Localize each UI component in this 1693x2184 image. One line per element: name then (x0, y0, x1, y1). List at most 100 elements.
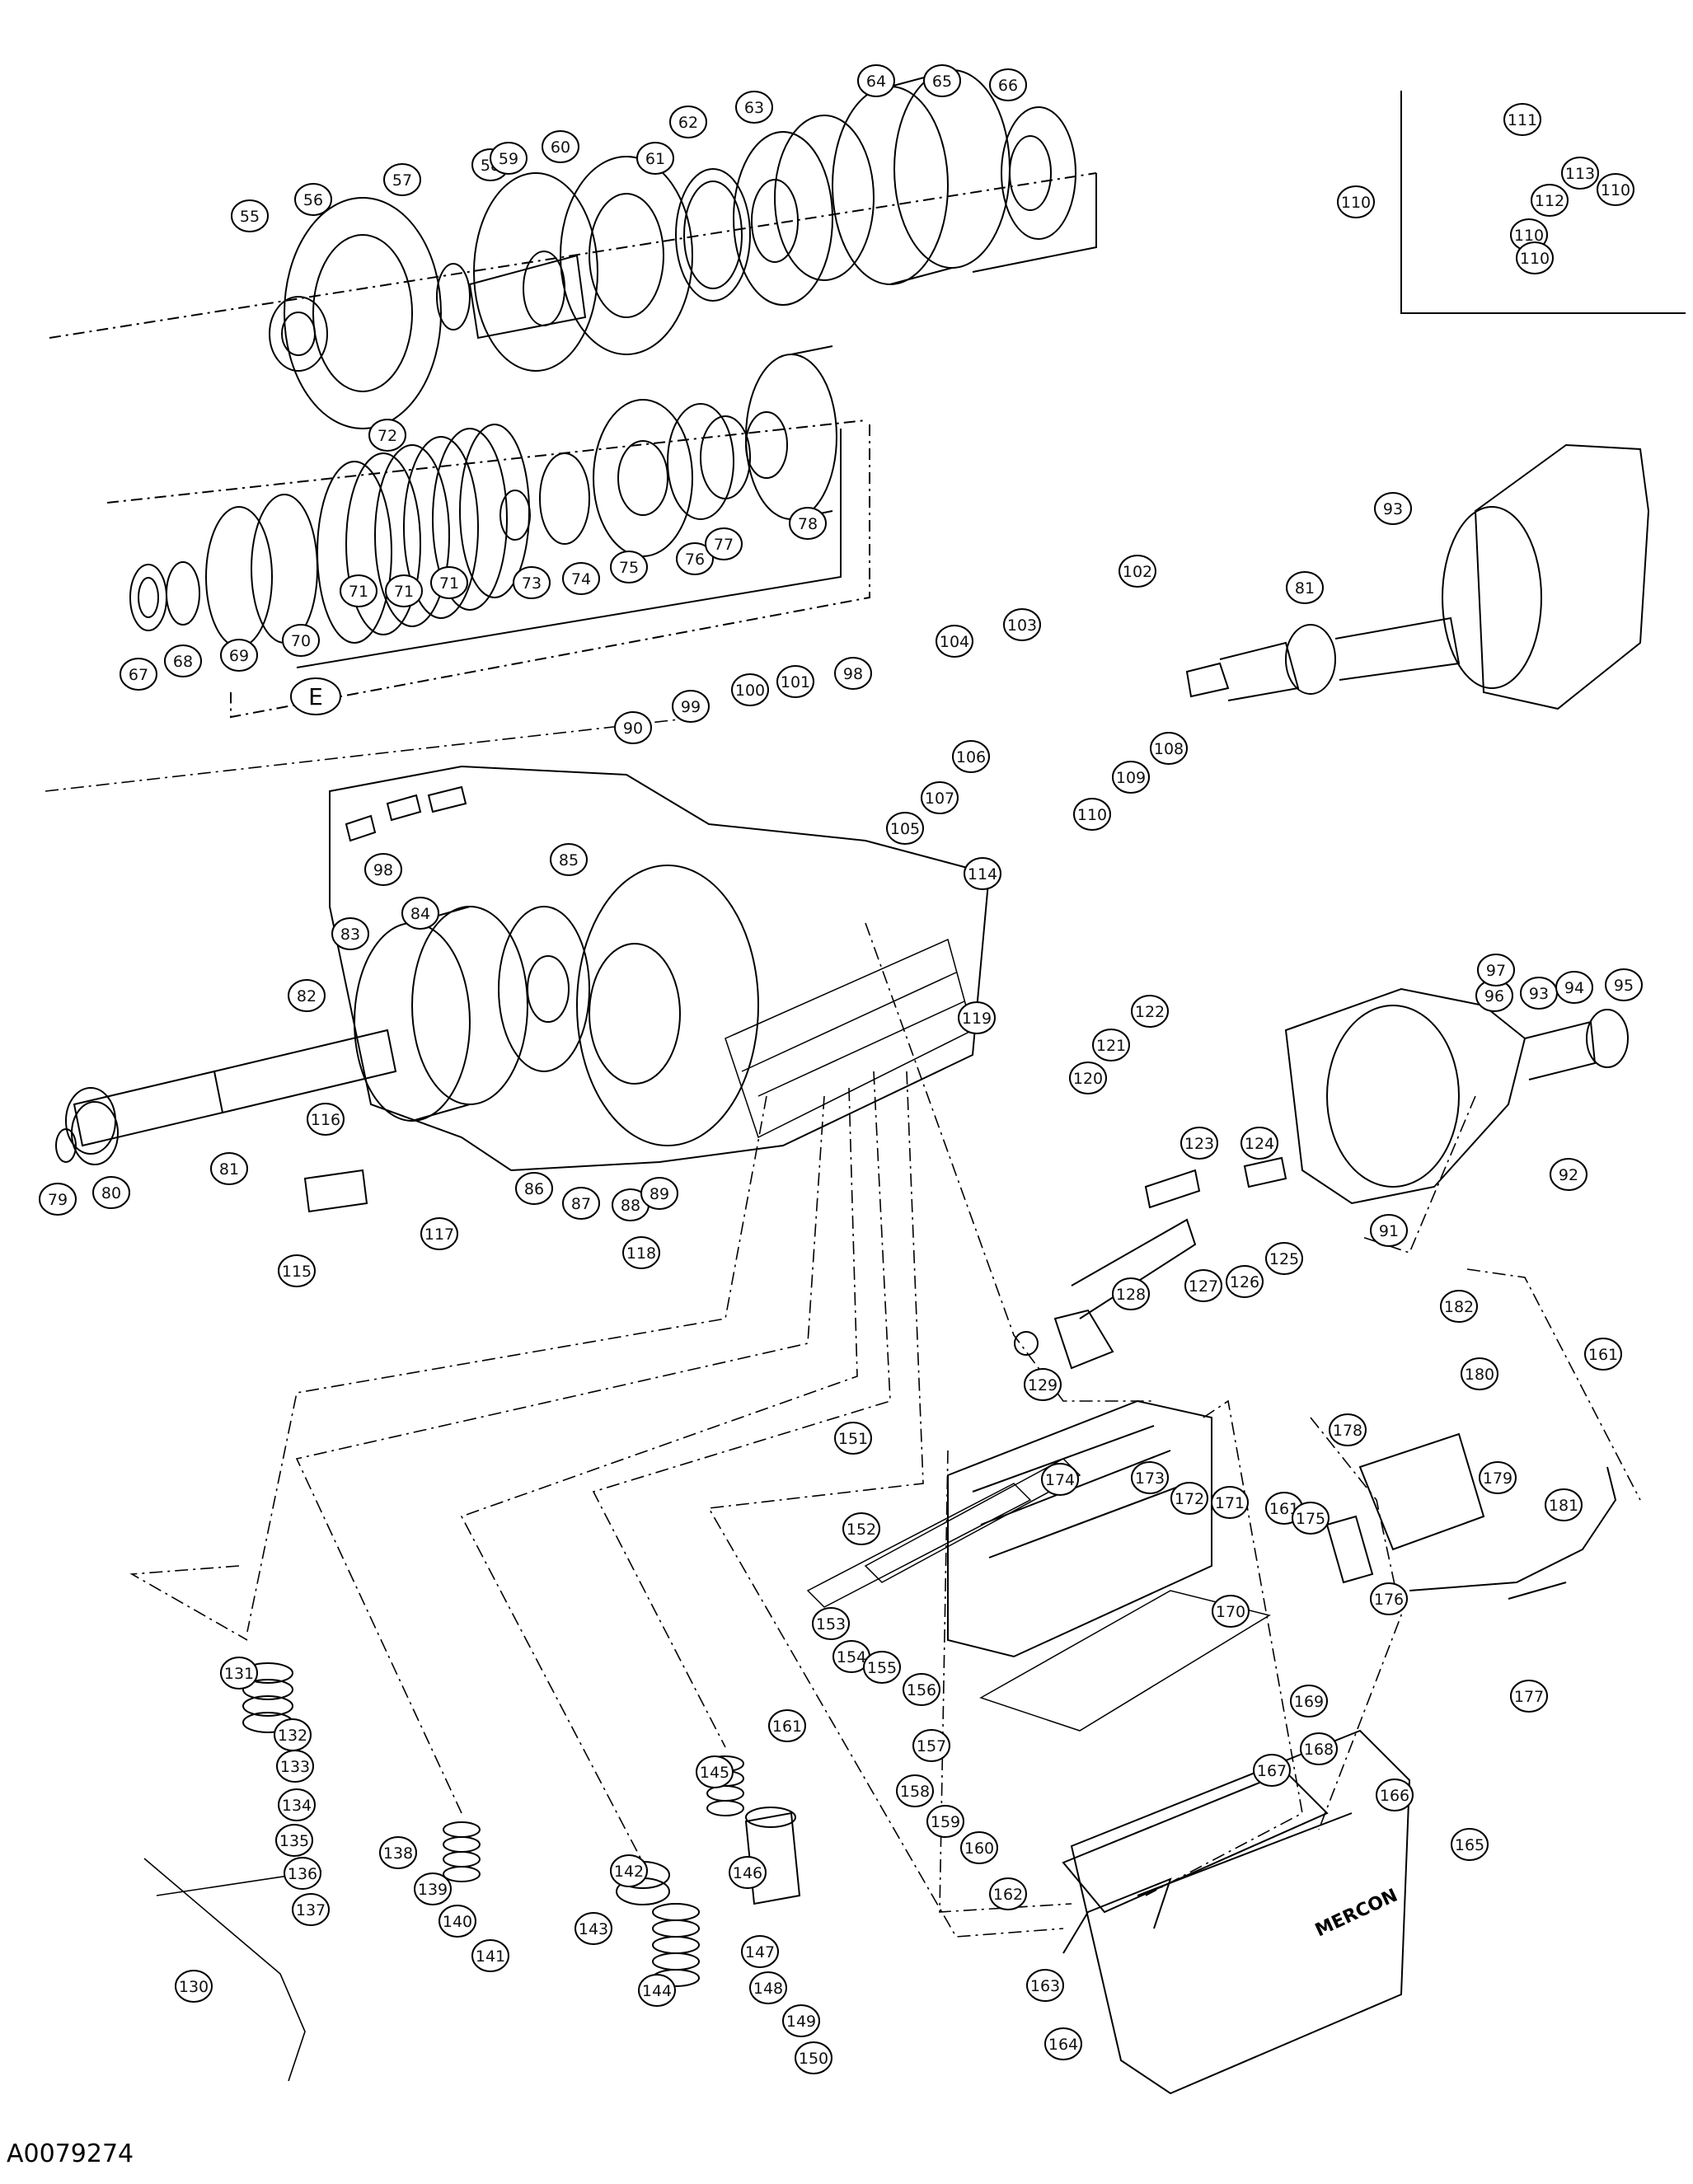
callout-circle (610, 551, 648, 583)
callout-circle (731, 673, 769, 706)
callout-number: 86 (524, 1180, 544, 1198)
callout-137: 137 (292, 1893, 330, 1926)
callout-number: 110 (1520, 250, 1550, 268)
callout-circle (863, 1651, 901, 1684)
callout-number: 145 (700, 1764, 729, 1782)
callout-circle (220, 639, 258, 672)
callout-circle (812, 1607, 850, 1640)
callout-number: 150 (799, 2050, 828, 2068)
carrier-74 (539, 452, 590, 545)
solenoid-block-178 (1358, 1432, 1485, 1551)
callout-71: 71 (385, 574, 423, 607)
spring-143 (652, 1903, 700, 1987)
callout-circle (741, 1935, 779, 1968)
callout-circle (1329, 1413, 1367, 1446)
callout-circle (1545, 1488, 1583, 1521)
callout-circle (1555, 971, 1593, 1004)
drum-61 (560, 156, 693, 355)
callout-101: 101 (776, 665, 814, 698)
callout-110: 110 (1516, 241, 1554, 274)
callout-122: 122 (1131, 995, 1169, 1028)
separator-plates-153-154 (806, 1458, 1081, 1608)
callout-number: 177 (1514, 1688, 1544, 1706)
callout-number: 71 (349, 583, 368, 601)
callout-161: 161 (768, 1709, 806, 1742)
callout-number: 165 (1455, 1836, 1484, 1854)
part-outlines (45, 69, 1686, 2095)
callout-circle (958, 1001, 996, 1034)
callout-82: 82 (288, 979, 326, 1012)
callout-83: 83 (331, 917, 369, 950)
callout-circle (886, 812, 924, 845)
callout-98: 98 (364, 853, 402, 886)
callout-circle (1131, 995, 1169, 1028)
callout-circle (842, 1512, 880, 1545)
callout-63: 63 (735, 91, 773, 124)
callout-99: 99 (672, 690, 710, 723)
callout-circle (1477, 954, 1515, 987)
callout-circle (1605, 968, 1643, 1001)
washer-67-68 (129, 561, 200, 631)
callout-97: 97 (1477, 954, 1515, 987)
callout-number: 81 (1295, 579, 1315, 598)
callout-circle (1584, 1338, 1622, 1371)
callout-69: 69 (220, 639, 258, 672)
callout-173: 173 (1131, 1461, 1169, 1494)
callout-number: 175 (1296, 1510, 1325, 1528)
callout-93: 93 (1520, 977, 1558, 1010)
callout-57: 57 (383, 163, 421, 196)
callout-number: 121 (1096, 1037, 1126, 1055)
callout-86: 86 (515, 1172, 553, 1205)
callout-circle (669, 105, 707, 138)
callout-140: 140 (438, 1905, 476, 1938)
callout-110: 110 (1597, 173, 1634, 206)
callout-number: 159 (931, 1813, 960, 1831)
callout-number: 71 (439, 574, 459, 593)
callout-91: 91 (1370, 1214, 1408, 1247)
leader-lines (45, 716, 1641, 1938)
callout-number: 92 (1559, 1166, 1578, 1184)
callout-circle (795, 2041, 832, 2074)
callout-number: 148 (753, 1980, 783, 1998)
callout-circle (1119, 555, 1156, 588)
extension-housing-93-top (1442, 443, 1650, 710)
callout-96: 96 (1475, 979, 1513, 1012)
callout-81: 81 (1286, 571, 1324, 604)
callout-number: 171 (1215, 1494, 1245, 1512)
callout-circle (1440, 1290, 1478, 1323)
callout-circle (1044, 2027, 1082, 2060)
callout-number: 154 (837, 1648, 866, 1666)
callout-141: 141 (471, 1939, 509, 1972)
callout-number: 140 (443, 1913, 472, 1931)
callout-circle (294, 183, 332, 216)
callout-157: 157 (912, 1729, 950, 1762)
callout-number: 60 (551, 138, 570, 157)
callout-circle (1292, 1502, 1330, 1535)
callout-151: 151 (834, 1422, 872, 1455)
callout-circle (768, 1709, 806, 1742)
callout-circle (1290, 1685, 1328, 1718)
callout-77: 77 (705, 527, 743, 560)
gear-66 (1001, 106, 1076, 240)
callout-circle (39, 1183, 77, 1216)
filter-162 (1062, 1770, 1329, 1914)
callout-circle (989, 1877, 1027, 1910)
callout-100: 100 (731, 673, 769, 706)
hub-85 (498, 906, 590, 1072)
callout-161: 161 (1584, 1338, 1622, 1371)
callout-181: 181 (1545, 1488, 1583, 1521)
callout-circle (278, 1788, 316, 1821)
callout-number: 136 (288, 1865, 317, 1883)
callout-143: 143 (574, 1912, 612, 1945)
callout-147: 147 (741, 1935, 779, 1968)
callout-circle (896, 1774, 934, 1807)
callout-circle (1180, 1127, 1218, 1160)
callout-182: 182 (1440, 1290, 1478, 1323)
callout-163: 163 (1026, 1969, 1064, 2002)
ring-73 (499, 490, 531, 541)
callout-93: 93 (1374, 492, 1412, 525)
callout-circle (513, 566, 551, 599)
callout-circle (550, 843, 588, 876)
callout-number: 160 (964, 1840, 994, 1858)
callout-circle (1211, 1486, 1249, 1519)
